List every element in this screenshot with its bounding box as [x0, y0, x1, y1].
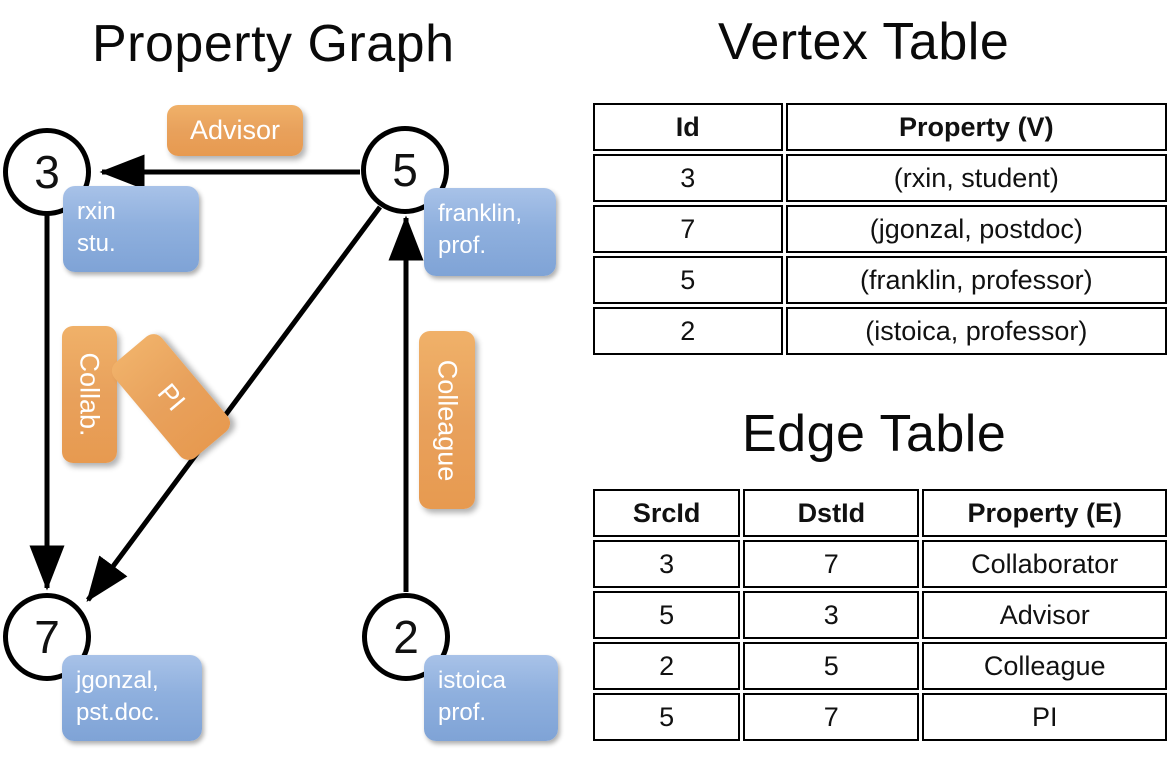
edge-cell-dstid: 7: [743, 540, 920, 588]
node-property-7-name: jgonzal,: [76, 667, 159, 694]
table-row: 2 (istoica, professor): [593, 307, 1167, 355]
graph-edges-svg: [29, 154, 424, 603]
vertex-cell-id: 7: [593, 205, 783, 253]
edge-cell-property: PI: [922, 693, 1167, 741]
vertex-cell-property: (jgonzal, postdoc): [785, 205, 1167, 253]
table-row: 3 7 Collaborator: [593, 540, 1167, 588]
vertex-table-header-row: Id Property (V): [593, 103, 1167, 151]
vertex-cell-property: (franklin, professor): [785, 256, 1167, 304]
property-graph-diagram: Advisor Collab. PI Colleague 3 5 7 2 rxi…: [3, 105, 558, 741]
vertex-table-header-id: Id: [593, 103, 783, 151]
graph-node-2: 2: [362, 593, 450, 681]
edge-label-colleague-text: Colleague: [432, 359, 463, 481]
node-property-7-role: pst.doc.: [76, 699, 161, 727]
table-row: 3 (rxin, student): [593, 154, 1167, 202]
node-property-5-name: franklin,: [438, 200, 523, 227]
vertex-table-header-property: Property (V): [785, 103, 1167, 151]
node-property-2-role: prof.: [438, 699, 487, 727]
graph-node-2-label: 2: [393, 611, 419, 663]
vertex-cell-id: 2: [593, 307, 783, 355]
edge-cell-srcid: 3: [593, 540, 741, 588]
edge-cell-property: Collaborator: [922, 540, 1167, 588]
node-property-5-role: prof.: [438, 232, 487, 260]
table-row: 2 5 Colleague: [593, 642, 1167, 690]
edge-label-collab-text: Collab.: [75, 352, 106, 437]
node-property-3-name: rxin: [77, 198, 116, 225]
vertex-table: Id Property (V) 3 (rxin, student) 7 (jgo…: [590, 100, 1170, 358]
edge-cell-srcid: 5: [593, 693, 741, 741]
edge-cell-srcid: 2: [593, 642, 741, 690]
graph-edge-5-7: [85, 205, 383, 603]
graph-node-7-label: 7: [34, 611, 60, 663]
table-row: 5 (franklin, professor): [593, 256, 1167, 304]
edge-table-header-srcid: SrcId: [593, 489, 741, 537]
edge-cell-srcid: 5: [593, 591, 741, 639]
edge-label-colleague: Colleague: [419, 331, 475, 509]
edge-cell-property: Colleague: [922, 642, 1167, 690]
node-property-box-3: rxin stu.: [63, 186, 199, 272]
edge-table: SrcId DstId Property (E) 3 7 Collaborato…: [590, 486, 1170, 744]
page-title-edge-table: Edge Table: [742, 405, 1007, 463]
edge-table-header-row: SrcId DstId Property (E): [593, 489, 1167, 537]
edge-label-advisor: Advisor: [167, 105, 303, 156]
edge-label-pi-text: PI: [151, 377, 192, 417]
edge-table-header-dstid: DstId: [743, 489, 920, 537]
edge-label-advisor-text: Advisor: [189, 115, 281, 145]
edge-cell-dstid: 7: [743, 693, 920, 741]
edge-cell-dstid: 5: [743, 642, 920, 690]
node-property-3-role: stu.: [77, 230, 116, 258]
edge-cell-dstid: 3: [743, 591, 920, 639]
page-title-property-graph: Property Graph: [92, 15, 455, 73]
vertex-cell-property: (rxin, student): [785, 154, 1167, 202]
node-property-box-5: franklin, prof.: [424, 188, 556, 276]
node-property-box-7: jgonzal, pst.doc.: [62, 655, 202, 741]
table-row: 5 7 PI: [593, 693, 1167, 741]
edge-cell-property: Advisor: [922, 591, 1167, 639]
table-row: 5 3 Advisor: [593, 591, 1167, 639]
vertex-cell-id: 5: [593, 256, 783, 304]
table-row: 7 (jgonzal, postdoc): [593, 205, 1167, 253]
vertex-cell-id: 3: [593, 154, 783, 202]
page-title-vertex-table: Vertex Table: [718, 13, 1010, 71]
edge-table-header-property: Property (E): [922, 489, 1167, 537]
node-property-box-2: istoica prof.: [424, 655, 558, 741]
graph-node-3-label: 3: [34, 146, 60, 198]
graph-node-5: 5: [361, 126, 449, 214]
node-property-2-name: istoica: [438, 667, 507, 694]
vertex-cell-property: (istoica, professor): [785, 307, 1167, 355]
graph-node-5-label: 5: [392, 144, 418, 196]
edge-label-collab: Collab.: [62, 326, 117, 463]
